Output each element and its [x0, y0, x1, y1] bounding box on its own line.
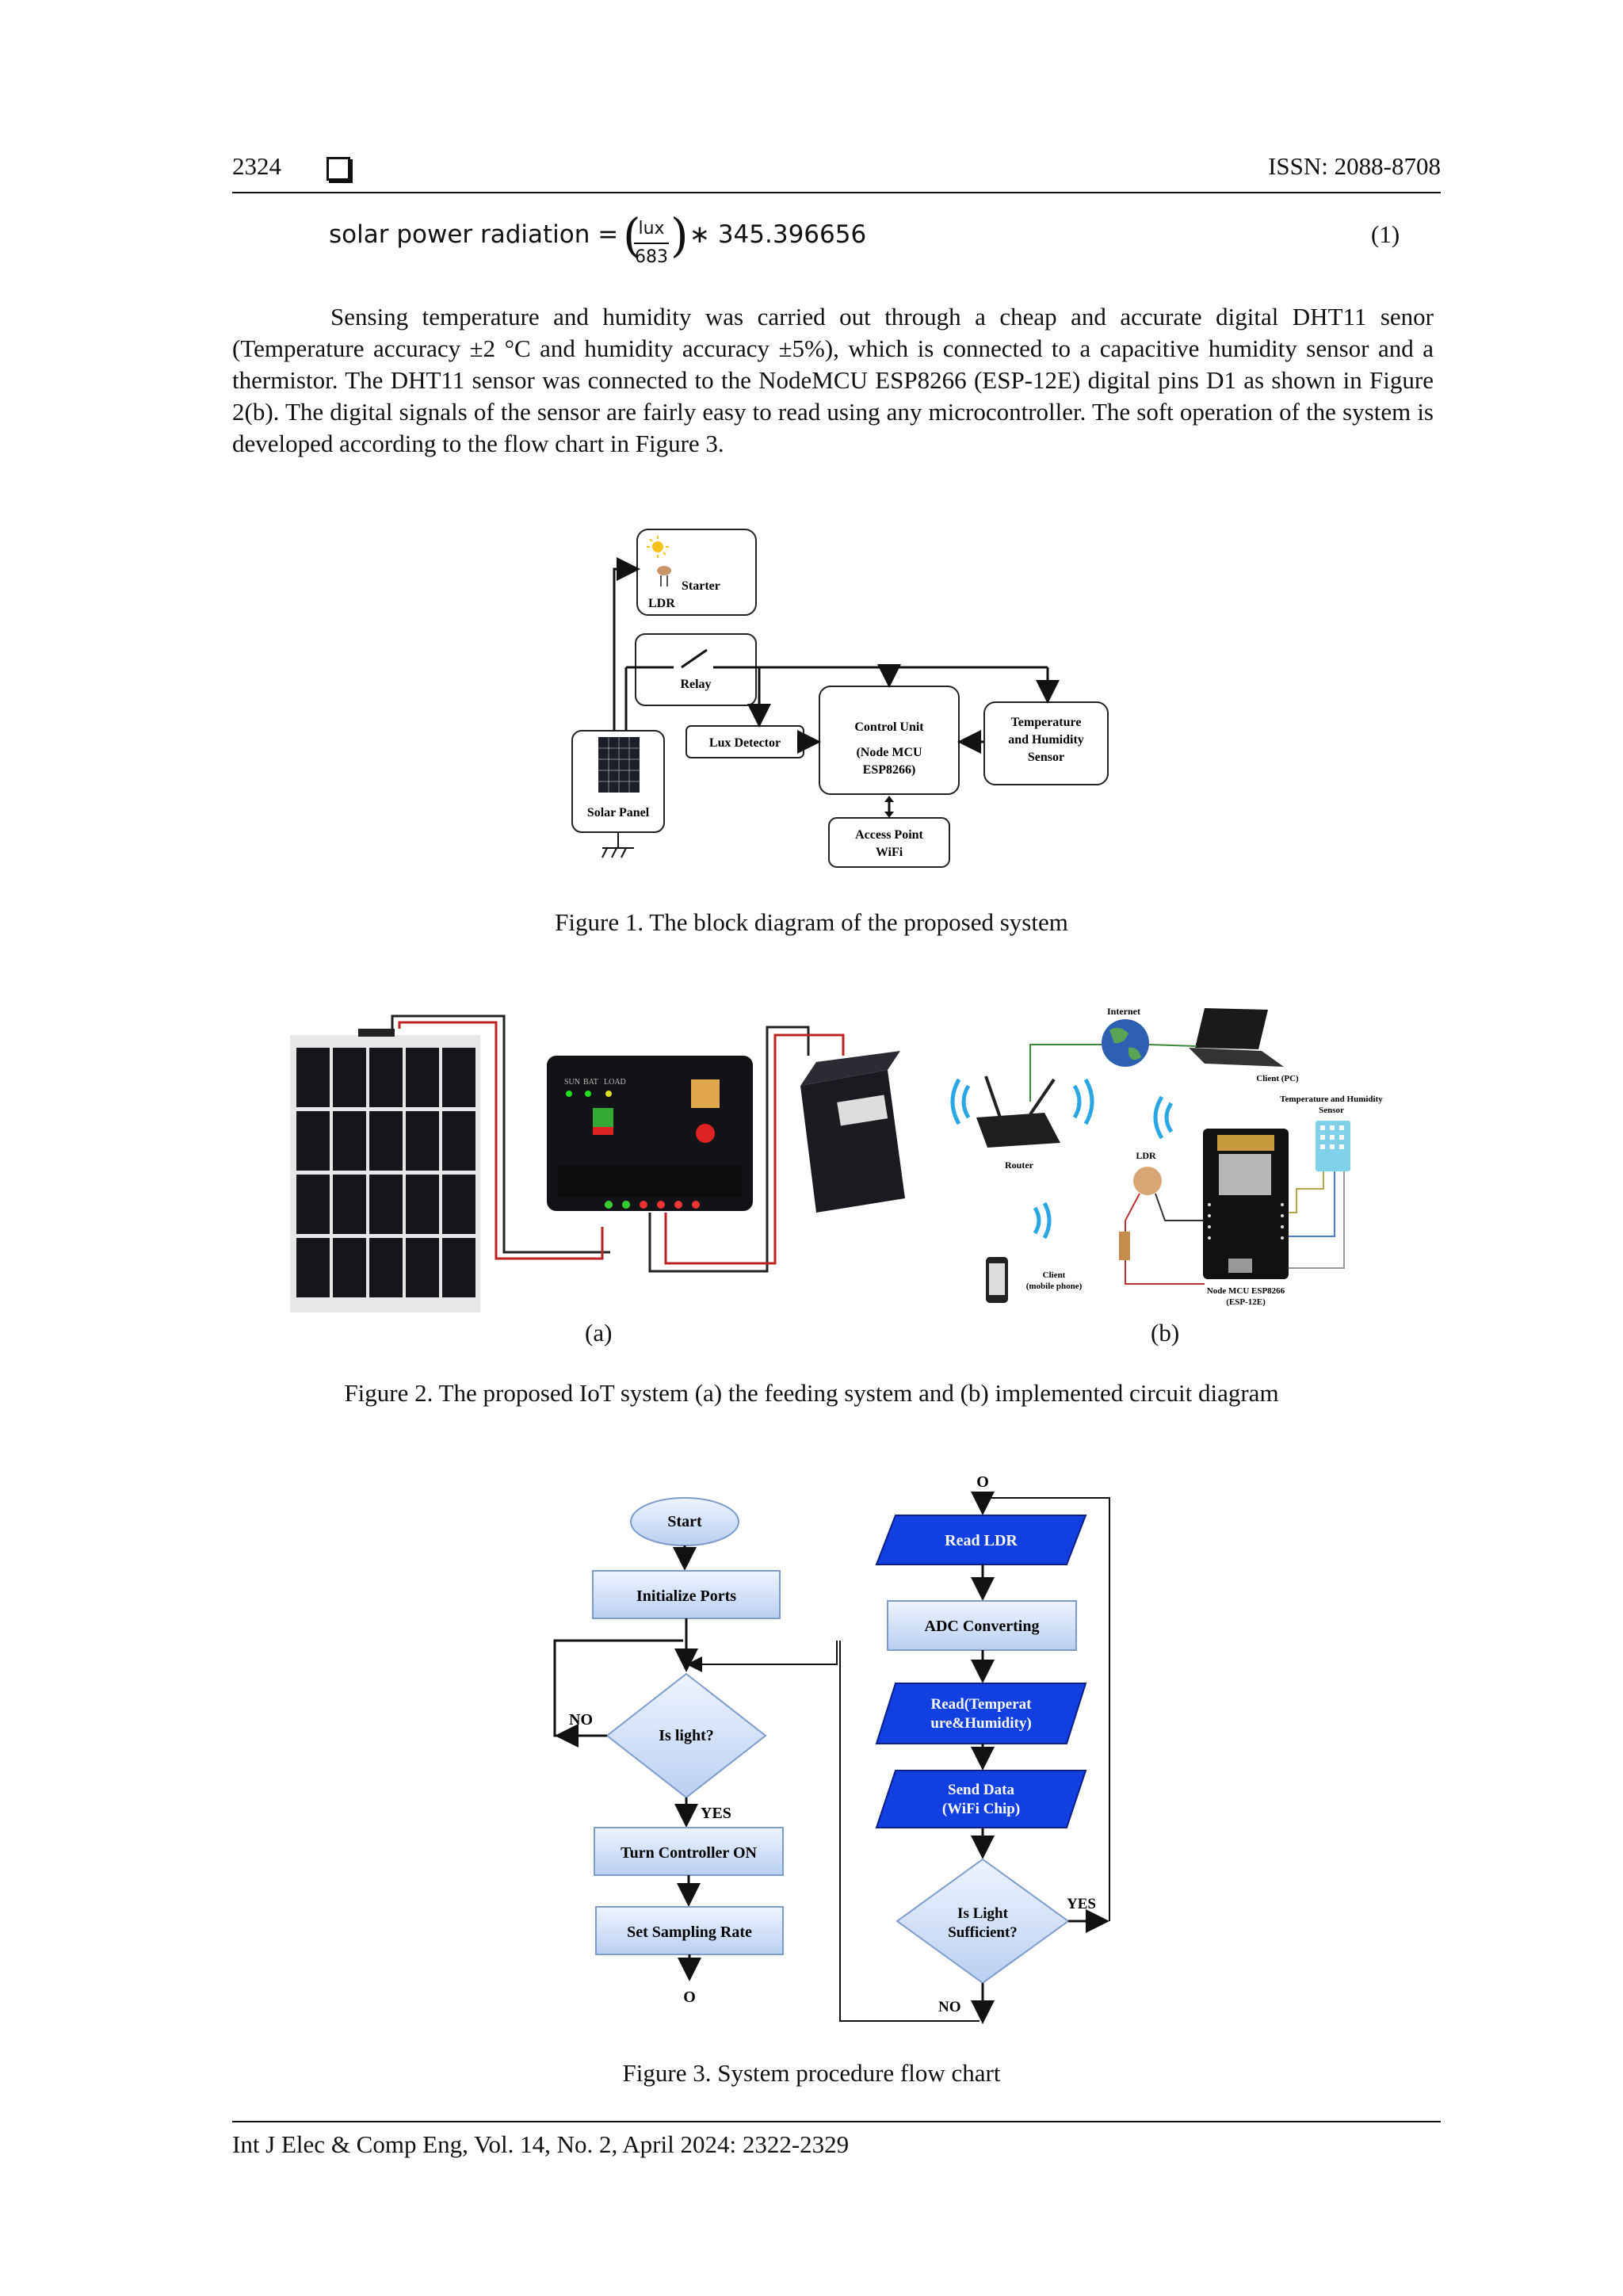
adc-converting-label: ADC Converting: [925, 1618, 1040, 1635]
set-sampling-rate-label: Set Sampling Rate: [627, 1924, 752, 1941]
right-yes-label: YES: [1067, 1896, 1096, 1912]
start-label: Start: [667, 1513, 702, 1530]
equation-numerator: lux: [638, 219, 665, 239]
router-label: Router: [1005, 1159, 1034, 1171]
is-light-label: Is light?: [659, 1727, 713, 1744]
set-sampling-rate-node: [595, 1906, 784, 1955]
figure1-caption: Figure 1. The block diagram of the propo…: [555, 908, 1068, 936]
figure2-label-b: (b): [1151, 1319, 1180, 1347]
temp-humidity-line1: Temperature: [1011, 716, 1082, 729]
left-yes-label: YES: [701, 1805, 731, 1822]
right-no-label: NO: [938, 1999, 961, 2015]
header-rule: [232, 192, 1441, 193]
page-number: 2324: [232, 152, 281, 180]
control-unit-line2: (Node MCU: [856, 746, 922, 759]
send-data-line1: Send Data: [948, 1782, 1014, 1798]
equation-number: (1): [1371, 220, 1400, 248]
access-point-line2: WiFi: [876, 846, 903, 859]
turn-controller-on-node: [594, 1827, 784, 1876]
equation-lhs: solar power radiation =: [329, 220, 619, 249]
left-no-label: NO: [569, 1711, 593, 1729]
temp-sensor-line2: Sensor: [1319, 1106, 1344, 1115]
initialize-ports-node: [592, 1570, 781, 1619]
control-unit-line3: ESP8266): [863, 763, 916, 777]
figure3-flow-chart: Start Initialize Ports Is light? NO YES …: [553, 1473, 1110, 2024]
relay-block: [635, 633, 757, 706]
battery-indicator-icon: [593, 1108, 613, 1127]
button-red-icon: [696, 1124, 715, 1143]
sufficient-line2: Sufficient?: [948, 1924, 1018, 1941]
read-th-line1: Read(Temperat: [931, 1696, 1033, 1713]
right-connector: O: [976, 1473, 989, 1491]
equation-fraction-bar: [634, 243, 669, 244]
temp-sensor-line1: Temperature and Humidity: [1280, 1095, 1383, 1104]
client-phone-line1: Client: [1043, 1270, 1066, 1280]
control-unit-block: [819, 686, 960, 795]
ldr-label: LDR: [648, 597, 675, 610]
starter-label: Starter: [682, 579, 720, 593]
ldr-sensor-icon: [1133, 1167, 1162, 1195]
access-point-block: [828, 817, 950, 868]
ldr-label-b: LDR: [1136, 1150, 1156, 1161]
controller-sun-label: SUN: [564, 1078, 580, 1087]
read-ldr-label: Read LDR: [945, 1532, 1018, 1549]
left-connector: O: [683, 1988, 696, 2006]
access-point-line1: Access Point: [855, 828, 923, 842]
temp-humidity-line3: Sensor: [1028, 751, 1064, 764]
wire-black: [391, 1014, 610, 1254]
sun-icon: [652, 541, 663, 552]
footer-rule: [232, 2121, 1441, 2122]
client-phone-line2: (mobile phone): [1026, 1282, 1083, 1291]
figure2a-feeding-system: SUN BAT LOAD: [290, 1014, 905, 1312]
send-data-line2: (WiFi Chip): [942, 1801, 1020, 1817]
header-square-icon: [327, 157, 350, 181]
issn: ISSN: 2088-8708: [1268, 152, 1441, 180]
display-square-icon: [691, 1079, 720, 1108]
send-data-node: [875, 1770, 1087, 1828]
controller-load-label: LOAD: [604, 1078, 626, 1087]
equation-denominator: 683: [635, 247, 668, 267]
equation-rhs: ∗ 345.396656: [689, 220, 867, 249]
read-temp-humidity-node: [875, 1683, 1087, 1744]
globe-icon: [1102, 1019, 1149, 1067]
nodemcu-line2: (ESP-12E): [1226, 1297, 1266, 1307]
solar-panel-label: Solar Panel: [587, 806, 650, 819]
controller-bat-label: BAT: [583, 1078, 598, 1087]
relay-label: Relay: [680, 678, 711, 691]
turn-controller-on-label: Turn Controller ON: [621, 1844, 757, 1862]
relay-switch-icon: [681, 648, 708, 669]
read-th-line2: ure&Humidity): [930, 1715, 1031, 1732]
equation-paren-right: ): [670, 208, 689, 262]
figure2-caption: Figure 2. The proposed IoT system (a) th…: [344, 1379, 1279, 1407]
wifi-icon: [950, 1078, 1174, 1240]
wire-red: [398, 1021, 604, 1260]
sufficient-line1: Is Light: [957, 1905, 1009, 1922]
equation-paren-left: (: [623, 208, 641, 262]
figure1-block-diagram: Starter LDR Relay Solar Panel Lux Detect…: [571, 529, 1109, 868]
control-unit-line1: Control Unit: [854, 720, 924, 734]
footer-journal: Int J Elec & Comp Eng, Vol. 14, No. 2, A…: [232, 2130, 850, 2158]
lux-detector-label: Lux Detector: [709, 736, 781, 750]
laptop-icon: [1195, 1008, 1268, 1049]
body-paragraph: Sensing temperature and humidity was car…: [232, 303, 1434, 457]
client-pc-label: Client (PC): [1256, 1074, 1299, 1083]
internet-label: Internet: [1107, 1006, 1140, 1017]
figure2-label-a: (a): [585, 1319, 613, 1347]
nodemcu-board-icon: [1203, 1129, 1289, 1279]
battery-image: [800, 1070, 905, 1213]
read-ldr-node: [875, 1515, 1087, 1565]
resistor-icon: [1119, 1232, 1130, 1260]
ldr-icon: [657, 566, 671, 575]
initialize-ports-label: Initialize Ports: [636, 1587, 736, 1605]
nodemcu-line1: Node MCU ESP8266: [1207, 1286, 1285, 1296]
adc-converting-node: [887, 1600, 1077, 1651]
figure2b-circuit-diagram: Internet Client (PC) Router Client (mobi…: [950, 1006, 1383, 1307]
temp-humidity-line2: and Humidity: [1008, 733, 1084, 747]
router-icon: [976, 1113, 1060, 1148]
figure3-caption: Figure 3. System procedure flow chart: [622, 2059, 1001, 2087]
